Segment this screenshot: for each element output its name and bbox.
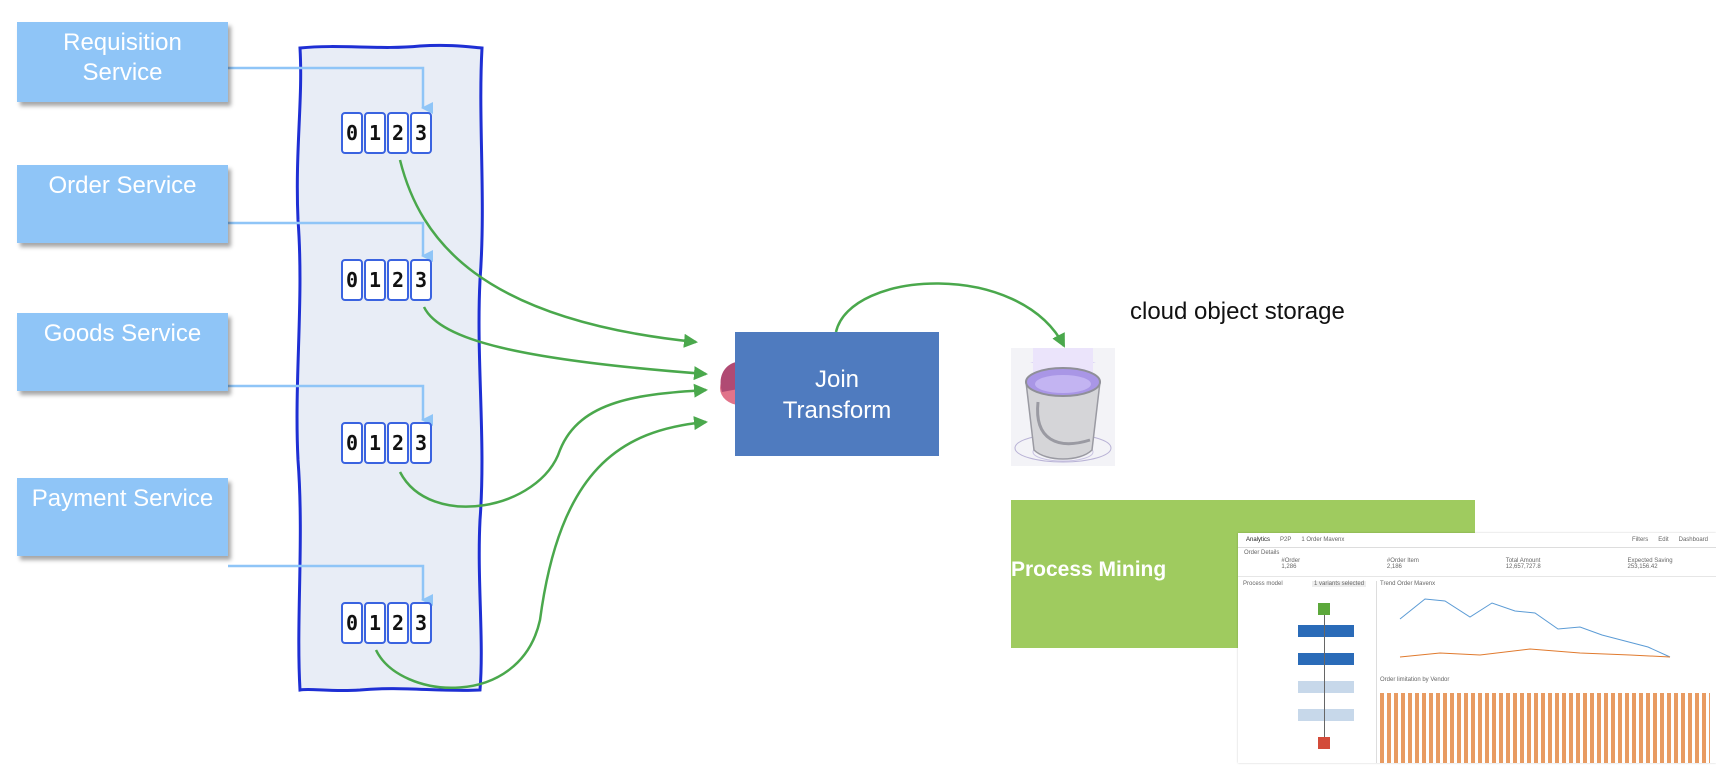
partition-cell: 2 <box>387 259 409 301</box>
screenshot-nav-order: 1 Order Mavenx <box>1301 537 1345 543</box>
process-node <box>1298 653 1354 665</box>
cloud-bucket-icon <box>1011 348 1115 466</box>
partition-cell: 2 <box>387 112 409 154</box>
flow-req-to-join <box>398 159 698 348</box>
kpi-label: Total Amount <box>1505 558 1541 564</box>
partition-cell: 0 <box>341 259 363 301</box>
requisition-service-label-line2: Service <box>82 59 163 86</box>
trend-panel: Trend Order Mavenx <box>1380 581 1712 673</box>
process-start-node <box>1318 603 1330 615</box>
arrow-goods <box>228 384 433 426</box>
process-node <box>1298 681 1354 693</box>
kpi-value: 2,186 <box>1386 564 1402 570</box>
partition-cell: 3 <box>410 422 432 464</box>
flow-join-to-storage <box>834 282 1066 348</box>
topic-partitions-order: 0 1 2 3 <box>341 259 437 305</box>
payment-service-label: Payment Service <box>31 485 214 512</box>
partition-cell: 1 <box>364 422 386 464</box>
kpi-label: #Order <box>1281 558 1301 564</box>
screenshot-body: Process model 1 variants selected Trend … <box>1238 577 1716 763</box>
screenshot-section-title: Order Details <box>1244 550 1280 556</box>
process-model-panel: Process model 1 variants selected <box>1240 581 1377 763</box>
requisition-service-label-line1: Requisition <box>63 29 182 56</box>
order-service-label: Order Service <box>48 172 197 199</box>
partition-cell: 0 <box>341 112 363 154</box>
variants-badge: 1 variants selected <box>1312 581 1367 587</box>
trend-panel-title: Trend Order Mavenx <box>1380 581 1436 587</box>
topic-partitions-goods: 0 1 2 3 <box>341 422 437 468</box>
arrow-requisition <box>228 66 433 114</box>
process-node <box>1298 709 1354 721</box>
screenshot-nav-dashboard: Dashboard <box>1678 537 1708 543</box>
partition-cell: 2 <box>387 422 409 464</box>
vendor-mini-bars <box>1380 693 1710 763</box>
kpi-value: 1,286 <box>1281 564 1297 570</box>
partition-cell: 2 <box>387 602 409 644</box>
process-model-title: Process model <box>1243 581 1283 587</box>
partition-cell: 3 <box>410 259 432 301</box>
flow-goods-to-join <box>398 383 708 508</box>
process-mining-screenshot: Analytics P2P 1 Order Mavenx Filters Edi… <box>1238 533 1716 763</box>
partition-cell: 0 <box>341 602 363 644</box>
join-label-line2: Transform <box>782 397 892 424</box>
partition-cell: 3 <box>410 112 432 154</box>
topic-partitions-payment: 0 1 2 3 <box>341 602 437 648</box>
flow-payment-to-join <box>374 416 708 690</box>
partition-cell: 1 <box>364 112 386 154</box>
kafka-cluster <box>295 43 484 693</box>
kpi-value: 12,657,727.8 <box>1505 564 1541 570</box>
process-end-node <box>1318 737 1330 749</box>
kpi-label: Expected Saving <box>1627 558 1673 564</box>
flow-order-to-join <box>422 306 708 381</box>
join-transform-box: Join Transform <box>735 332 939 456</box>
process-mining-label: Process Mining <box>1011 558 1167 581</box>
screenshot-nav-edit: Edit <box>1658 537 1669 543</box>
goods-service-box: Goods Service <box>17 313 228 391</box>
partition-cell: 0 <box>341 422 363 464</box>
goods-service-label: Goods Service <box>43 320 202 347</box>
order-service-box: Order Service <box>17 165 228 243</box>
process-connector <box>1324 615 1325 737</box>
vendor-panel-title: Order limitation by Vendor <box>1380 677 1450 683</box>
vendor-panel: Order limitation by Vendor <box>1380 677 1712 763</box>
kpi-label: #Order Item <box>1386 558 1419 564</box>
requisition-service-box: Requisition Service <box>17 22 228 102</box>
screenshot-nav-p2p: P2P <box>1280 537 1292 543</box>
trend-mini-chart <box>1399 598 1671 658</box>
arrow-order <box>228 221 433 262</box>
cloud-object-storage-label: cloud object storage <box>1130 298 1345 325</box>
screenshot-navbar: Analytics P2P 1 Order Mavenx Filters Edi… <box>1238 533 1716 548</box>
partition-cell: 1 <box>364 259 386 301</box>
arrow-payment <box>228 564 433 606</box>
join-label-line1: Join <box>814 366 860 393</box>
process-node <box>1298 625 1354 637</box>
payment-service-box: Payment Service <box>17 478 228 556</box>
partition-cell: 3 <box>410 602 432 644</box>
screenshot-nav-analytics: Analytics <box>1246 537 1271 543</box>
partition-cell: 1 <box>364 602 386 644</box>
topic-partitions-requisition: 0 1 2 3 <box>341 112 437 158</box>
screenshot-nav-filters: Filters <box>1631 537 1649 543</box>
kpi-value: 253,156.42 <box>1627 564 1658 570</box>
